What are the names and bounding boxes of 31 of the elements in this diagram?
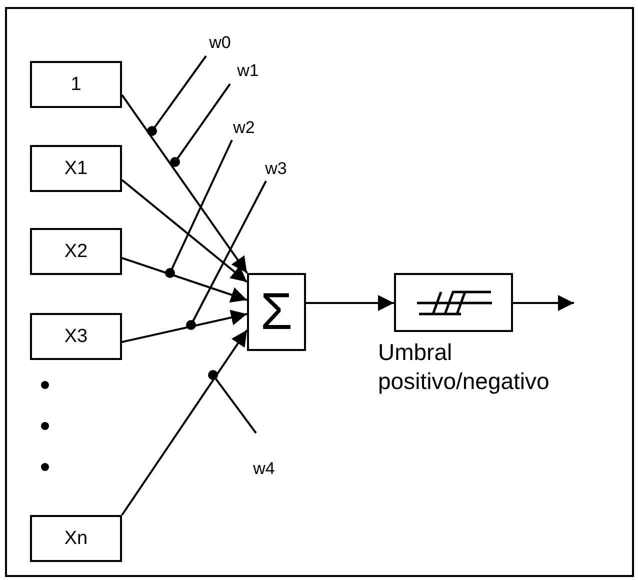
weight-line (165, 140, 233, 278)
arrow (121, 179, 248, 283)
weight-label: w2 (233, 118, 255, 138)
input-label: X2 (64, 242, 88, 261)
weight-line (147, 55, 207, 136)
input-box (30, 228, 122, 275)
summation-box (247, 273, 306, 351)
weight-label: w0 (209, 33, 231, 53)
weight-label: w3 (265, 159, 287, 179)
threshold-box (394, 273, 513, 332)
input-label: Xn (64, 529, 88, 548)
arrow (121, 94, 248, 274)
arrow (122, 310, 248, 343)
arrow (122, 257, 248, 302)
input-box (30, 61, 122, 108)
weight-line (186, 180, 267, 330)
input-box (30, 515, 122, 562)
weight-label: w1 (237, 61, 259, 81)
input-label: 1 (70, 75, 82, 94)
weight-line (208, 370, 257, 434)
arrow (121, 329, 248, 516)
input-label: X3 (64, 327, 88, 346)
arrow (306, 295, 394, 311)
weight-label: w4 (253, 459, 275, 479)
input-label: X1 (64, 159, 88, 178)
weight-line (170, 83, 231, 167)
caption-text: Umbral positivo/negativo (378, 338, 550, 396)
input-box (30, 145, 122, 192)
sigma-symbol: Σ (260, 286, 293, 338)
arrow (513, 295, 574, 311)
input-box (30, 313, 122, 360)
